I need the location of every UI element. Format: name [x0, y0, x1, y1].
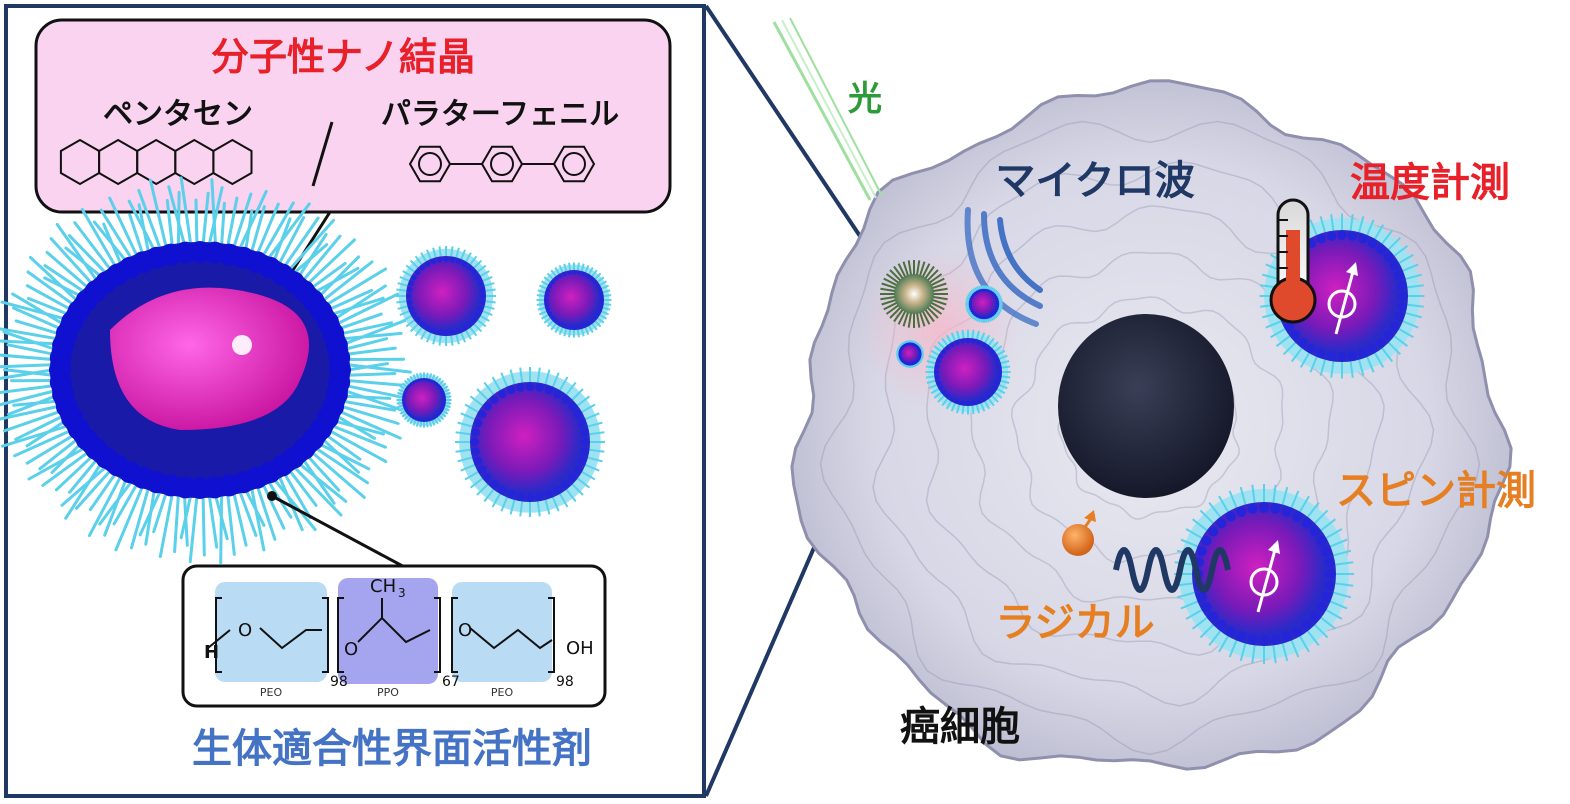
polymer-ch3: CH — [370, 576, 396, 597]
light-label: 光 — [848, 79, 882, 119]
large-nanocrystal — [0, 176, 412, 565]
polymer-structure — [207, 597, 555, 673]
pentacene-label: ペンタセン — [103, 97, 253, 132]
peo-block-2 — [452, 582, 552, 682]
polymer-o1: O — [238, 620, 252, 641]
excited-particle-icon — [880, 260, 948, 328]
polymer-h: H — [204, 642, 219, 663]
nanocrystal-box — [34, 18, 672, 214]
polymer-ch3-sub: 3 — [398, 586, 406, 600]
spin-arrow-icon — [1327, 262, 1358, 335]
polymer-o3: O — [458, 620, 472, 641]
ppo-label: PPO — [377, 686, 399, 699]
radical-spin-icon — [1062, 510, 1096, 556]
surfactant-label: 生体適合性界面活性剤 — [192, 726, 592, 772]
microwave-icon — [964, 207, 1043, 327]
spin-measure-label: スピン計測 — [1336, 468, 1536, 514]
separator-slash — [311, 121, 334, 187]
small-nanoparticles — [396, 246, 612, 517]
peo-label-2: PEO — [491, 686, 514, 699]
thermometer-icon — [1269, 198, 1317, 324]
spin-arrow-icon — [1249, 540, 1280, 613]
temperature-label: 温度計測 — [1350, 160, 1510, 206]
terphenyl-label: パラターフェニル — [381, 97, 619, 132]
leader-line-surfactant — [271, 494, 411, 572]
ppo-block — [338, 578, 438, 684]
wave-icon — [1113, 547, 1231, 593]
pentacene-structure-icon — [59, 138, 253, 186]
peo-label-1: PEO — [260, 686, 283, 699]
microwave-label: マイクロ波 — [995, 158, 1194, 204]
radical-label: ラジカル — [995, 600, 1154, 646]
cancer-cell: 光 マイクロ波 温度計測 スピン計測 — [772, 17, 1536, 771]
peo-block-1 — [215, 582, 327, 682]
light-beam-icon — [772, 17, 883, 201]
polymer-n2: 67 — [442, 674, 460, 690]
polymer-n3: 98 — [556, 674, 574, 690]
inset-panel: 分子性ナノ結晶 ペンタセン パラターフェニル — [0, 4, 706, 798]
polymer-oh: OH — [566, 638, 594, 659]
terphenyl-structure-icon — [408, 145, 596, 183]
polymer-o2: O — [344, 639, 358, 660]
inset-title: 分子性ナノ結晶 — [211, 35, 475, 79]
zoom-line-top — [704, 4, 890, 280]
cancer-cell-label: 癌細胞 — [900, 704, 1020, 750]
polymer-n1: 98 — [330, 674, 348, 690]
cell-nucleus — [1058, 314, 1234, 498]
